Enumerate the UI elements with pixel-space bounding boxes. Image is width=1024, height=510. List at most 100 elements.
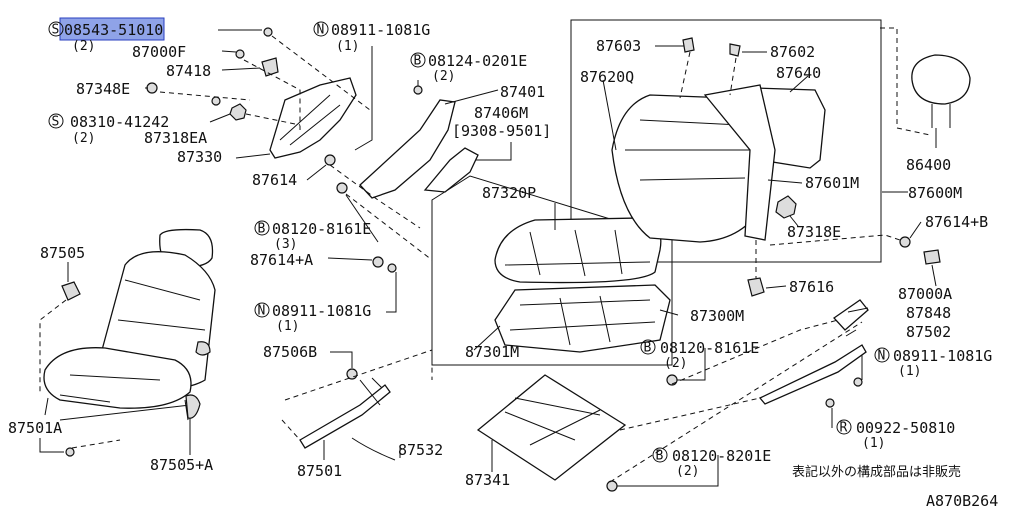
part-87401-hinge [359,99,456,199]
part-87318ea [229,103,247,121]
svg-text:(2): (2) [72,131,95,146]
label-87348e[interactable]: 87348E [76,80,130,98]
label-87318e[interactable]: 87318E [787,223,841,241]
label-87300m[interactable]: 87300M [690,307,744,325]
label-86400[interactable]: 86400 [906,156,951,174]
svg-text:08911-1081G: 08911-1081G [272,302,371,320]
label-87406m[interactable]: 87406M [474,104,528,122]
part-87320p-cushion [494,217,662,284]
prefix-s: S [52,115,60,130]
svg-text:08124-0201E: 08124-0201E [428,52,527,70]
part-00922 [825,398,835,408]
prefix-n: N [317,23,325,38]
label-08543-51010[interactable]: S 08543-51010 (2) [48,21,163,54]
part-87506b [346,368,358,380]
part-87614 [324,154,336,166]
label-87620q[interactable]: 87620Q [580,68,634,86]
prefix-s: S [52,23,60,38]
part-08911-c [853,377,863,387]
part-08120-d [606,480,618,492]
prefix-b: B [258,222,266,237]
part-87501a [65,447,75,457]
label-08310-41242[interactable]: S 08310-41242 (2) [48,113,169,146]
label-87505a[interactable]: 87505+A [150,456,213,474]
svg-text:08120-8161E: 08120-8161E [272,220,371,238]
label-87330[interactable]: 87330 [177,148,222,166]
selected-part-highlight [59,17,165,41]
part-87418 [261,57,279,77]
label-87506b[interactable]: 87506B [263,343,317,361]
label-87501a[interactable]: 87501A [8,419,62,437]
svg-text:(1): (1) [336,39,359,54]
part-08124 [413,85,423,95]
label-87505[interactable]: 87505 [40,244,85,262]
label-87000f[interactable]: 87000F [132,43,186,61]
prefix-r: R [840,421,848,436]
label-87401[interactable]: 87401 [500,83,545,101]
part-87330-cover [269,77,357,159]
dashed-assembly-lines [39,27,931,483]
cushion-group-frame [431,175,673,366]
svg-text:00922-50810: 00922-50810 [856,419,955,437]
part-87848-bracket [833,299,869,331]
label-08120-8161e-left[interactable]: B 08120-8161E (3) [254,220,371,252]
label-87600m[interactable]: 87600M [908,184,962,202]
leader-lines [39,29,937,487]
seatback-group-frame [570,19,882,263]
part-87502-rail [758,344,867,405]
label-9308-9501: [9308-9501] [452,122,551,140]
svg-text:(2): (2) [664,356,687,371]
label-87318ea[interactable]: 87318EA [144,129,207,147]
part-08310 [211,96,221,106]
svg-text:(1): (1) [862,436,885,451]
label-08911-1081g-right[interactable]: N 08911-1081G (1) [874,347,992,379]
label-87614a[interactable]: 87614+A [250,251,313,269]
label-87848[interactable]: 87848 [906,304,951,322]
label-87532[interactable]: 87532 [398,441,443,459]
not-sold-separately-note: 表記以外の構成部品は非販売 [792,464,961,480]
label-87341[interactable]: 87341 [465,471,510,489]
prefix-b: B [644,341,652,356]
part-87501-rail [299,384,391,449]
part-87406m-plate [423,147,479,193]
svg-text:(3): (3) [274,237,297,252]
label-08120-8201e[interactable]: B 08120-8201E (2) [652,447,771,479]
part-87602 [729,43,741,57]
prefix-b: B [656,449,664,464]
part-86400-headrest [911,54,971,105]
svg-text:08310-41242: 08310-41242 [70,113,169,131]
svg-text:08543-51010: 08543-51010 [64,21,163,39]
part-87505a [185,394,201,419]
label-87603[interactable]: 87603 [596,37,641,55]
label-87418[interactable]: 87418 [166,62,211,80]
label-87602[interactable]: 87602 [770,43,815,61]
label-08124-0201e[interactable]: B 08124-0201E (2) [410,52,527,84]
label-00922-50810[interactable]: R 00922-50810 (1) [836,419,955,451]
label-87320p[interactable]: 87320P [482,184,536,202]
part-87341-base [476,374,627,481]
part-87601m-frame [703,84,776,241]
label-87502[interactable]: 87502 [906,323,951,341]
label-87616[interactable]: 87616 [789,278,834,296]
prefix-n: N [258,304,266,319]
part-87000f [235,49,245,59]
label-87501[interactable]: 87501 [297,462,342,480]
svg-text:(2): (2) [432,69,455,84]
label-87614[interactable]: 87614 [252,171,297,189]
svg-text:(2): (2) [676,464,699,479]
label-08911-1081g-top[interactable]: N 08911-1081G (1) [313,21,430,54]
svg-text:08120-8161E: 08120-8161E [660,339,759,357]
label-08911-1081g-left[interactable]: N 08911-1081G (1) [254,302,371,334]
part-87532-cable [351,437,396,461]
label-87301m[interactable]: 87301M [465,343,519,361]
svg-text:08120-8201E: 08120-8201E [672,447,771,465]
label-87614b[interactable]: 87614+B [925,213,988,231]
label-08120-8161e-right[interactable]: B 08120-8161E (2) [640,339,759,371]
part-87614b [899,236,911,248]
svg-text:(1): (1) [276,319,299,334]
prefix-b: B [414,54,422,69]
label-87000a[interactable]: 87000A [898,285,952,303]
label-87640[interactable]: 87640 [776,64,821,82]
label-87601m[interactable]: 87601M [805,174,859,192]
